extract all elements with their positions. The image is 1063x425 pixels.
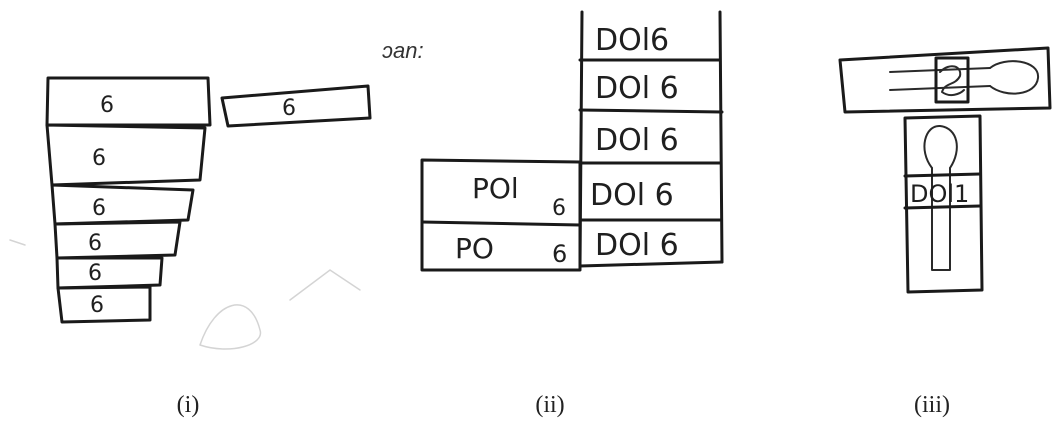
tile-label: 6: [92, 196, 106, 221]
figure-ii: ɔan: DOl6 DOl 6 DOl 6 DOl 6 DOl 6 POl 6 …: [380, 0, 740, 380]
tile-5: [57, 258, 162, 288]
stick-head: [990, 61, 1038, 93]
stick-head-vertical: [924, 126, 956, 168]
row-label: 6: [552, 240, 567, 268]
figure-i-drawing: 6 6 6 6 6 6 6: [0, 0, 380, 380]
tile-label: 6: [100, 93, 114, 118]
caption-iii: (iii): [872, 392, 992, 419]
figure-iii-drawing: DOl1: [740, 0, 1063, 380]
figure-iii: DOl1: [740, 0, 1063, 380]
figure-ii-drawing: ɔan: DOl6 DOl 6 DOl 6 DOl 6 DOl 6 POl 6 …: [380, 0, 740, 380]
tile-4: [55, 222, 180, 258]
tile-label: 6: [282, 96, 296, 121]
row-label: PO: [455, 232, 494, 265]
tile-label: 6: [90, 293, 104, 318]
tile-label: 6: [92, 146, 106, 171]
caption-ii: (ii): [490, 392, 610, 419]
left-block-divider: [422, 222, 580, 225]
tile-label: 6: [88, 261, 102, 286]
column-label: DOl 6: [595, 123, 679, 158]
row-label: 6: [552, 196, 566, 221]
column-label: DOl 6: [590, 178, 674, 213]
cutoff-text: ɔan:: [382, 38, 424, 63]
column-label: DOl 6: [595, 228, 679, 263]
separate-tile: [222, 86, 370, 126]
tile-1: [47, 78, 210, 125]
tile-2: [47, 125, 205, 185]
tile-label: 6: [88, 231, 102, 256]
row-label: POl: [472, 172, 519, 205]
column-label: DOl6: [595, 23, 669, 58]
column-label: DOl 6: [595, 71, 679, 106]
figure-i: 6 6 6 6 6 6 6: [0, 0, 380, 380]
tile-6: [58, 287, 150, 322]
caption-i: (i): [128, 392, 248, 419]
tile-3: [52, 185, 193, 224]
vertical-label: DOl1: [910, 180, 969, 208]
